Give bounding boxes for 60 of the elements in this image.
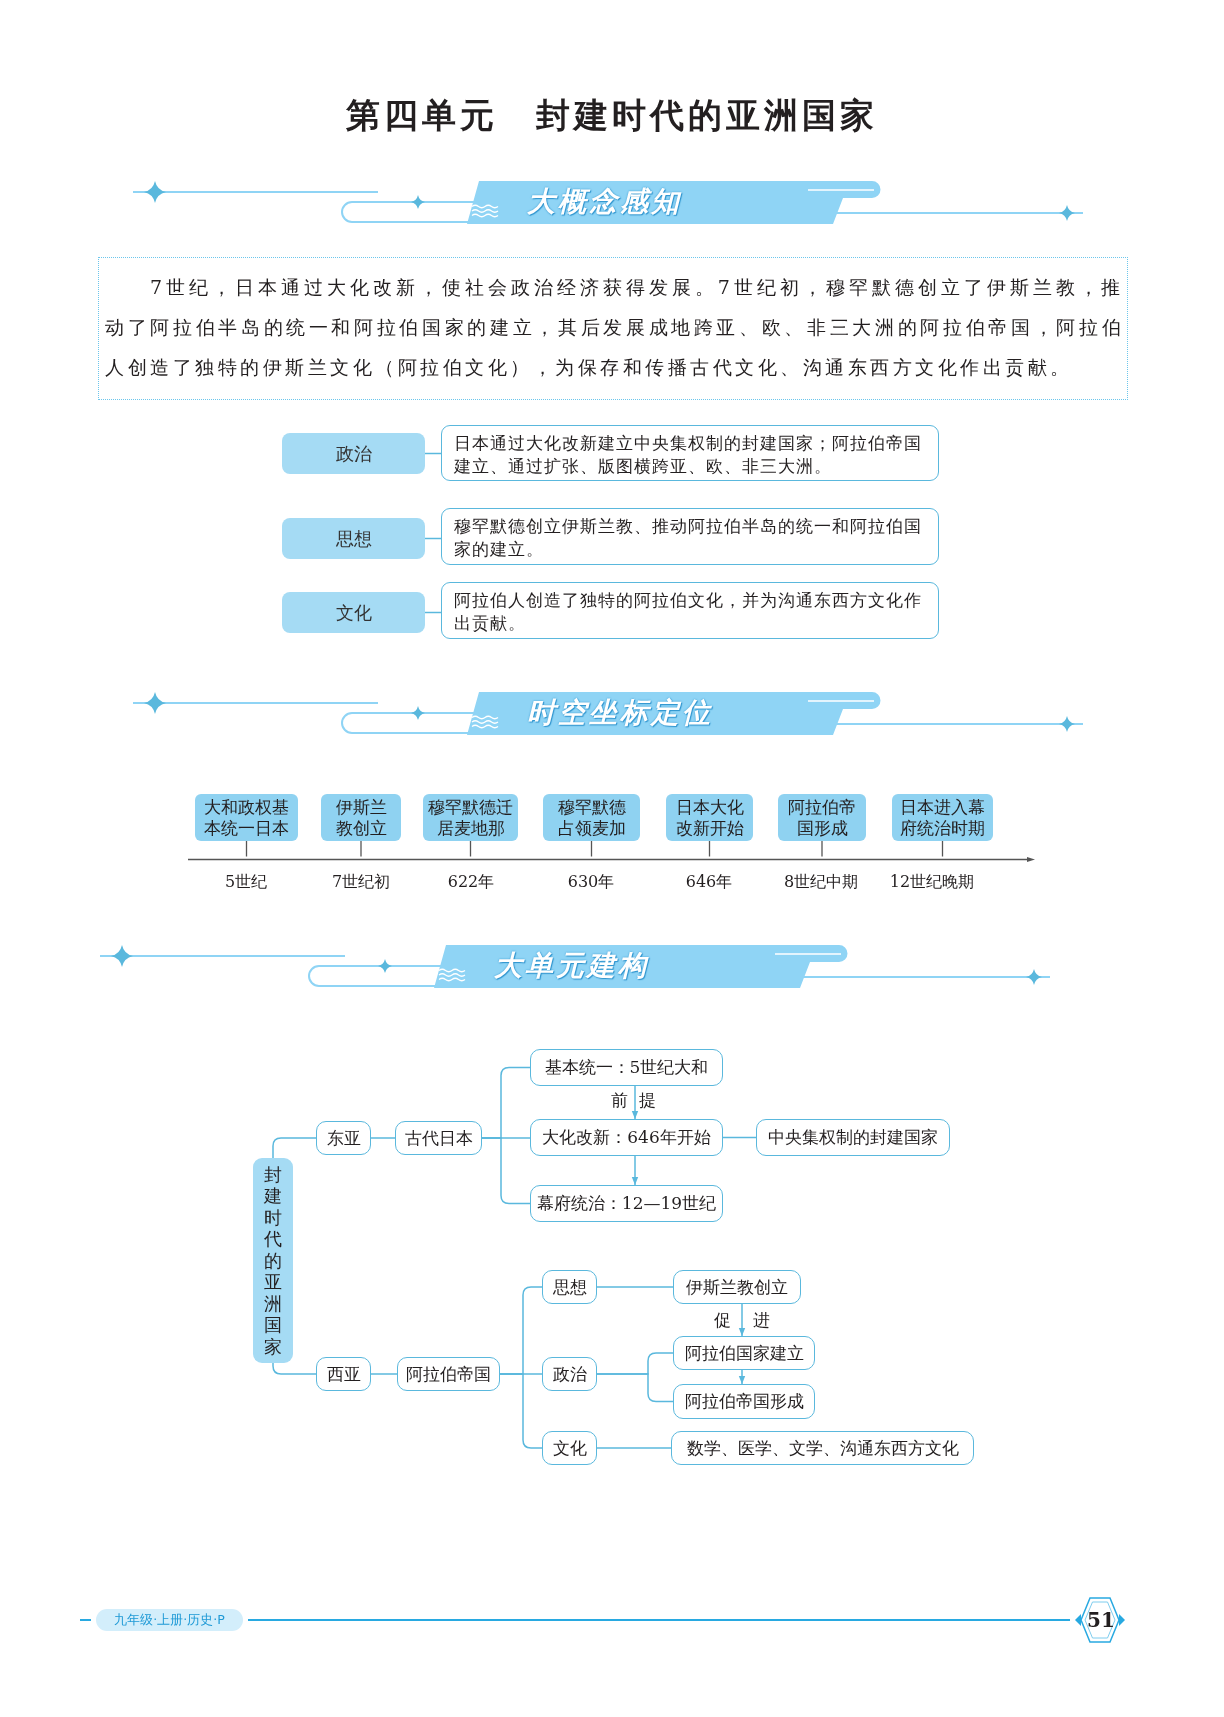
tick-mark <box>821 840 823 858</box>
year-label: 12世纪晚期 <box>889 871 975 893</box>
connector-line <box>596 1286 674 1288</box>
concept-box: 幕府统治：12—19世纪 <box>530 1185 723 1222</box>
banner-title: 时空坐标定位 <box>527 695 713 731</box>
concept-box: 阿拉伯帝国形成 <box>673 1384 815 1419</box>
arrow <box>738 1369 746 1385</box>
year-label: 646年 <box>685 871 733 893</box>
page-number-badge <box>1075 1596 1125 1644</box>
concept-box: 阿拉伯国家建立 <box>673 1336 815 1370</box>
event-box: 日本进入幕府统治时期 <box>892 794 993 841</box>
banner-title: 大概念感知 <box>527 184 682 220</box>
concept-box: 基本统一：5世纪大和 <box>530 1049 723 1086</box>
page-number: 51 <box>1087 1608 1113 1632</box>
summary-text-box: 7世纪，日本通过大化改新，使社会政治经济获得发展。7世纪初，穆罕默德创立了伊斯兰教，推动了阿拉伯半岛的统一和阿拉伯国家的建立，其后发展成地跨亚、欧、非三大洲的阿拉伯帝国，阿拉伯人创造了独特的伊斯兰文化（阿拉伯文化），为保存和传播古代文化、沟通东西方文化作出贡献。 <box>98 257 1128 400</box>
description-box: 日本通过大化改新建立中央集权制的封建国家；阿拉伯帝国建立、通过扩张、版图横跨亚、欧、非三大洲。 <box>441 425 939 481</box>
concept-box: 文化 <box>542 1431 597 1465</box>
year-label: 630年 <box>567 871 615 893</box>
event-box: 穆罕默德迁居麦地那 <box>423 794 518 841</box>
concept-box: 数学、医学、文学、沟通东西方文化 <box>671 1431 974 1465</box>
year-label: 622年 <box>447 871 495 893</box>
banner-title: 大单元建构 <box>494 948 649 984</box>
arrow <box>631 1155 639 1186</box>
page-title: 第四单元 封建时代的亚洲国家 <box>346 94 878 137</box>
topic-label-box: 思想 <box>282 518 425 559</box>
connector-line <box>370 1373 398 1375</box>
event-box: 大和政权基本统一日本 <box>195 794 298 841</box>
connector-line <box>370 1137 396 1139</box>
description-box: 穆罕默德创立伊斯兰教、推动阿拉伯半岛的统一和阿拉伯国家的建立。 <box>441 508 939 565</box>
edge-label: 促进 <box>714 1309 770 1331</box>
concept-box: 思想 <box>542 1270 597 1304</box>
concept-box: 阿拉伯帝国 <box>397 1357 500 1391</box>
event-box: 阿拉伯帝国形成 <box>778 794 866 841</box>
concept-box: 中央集权制的封建国家 <box>756 1119 950 1156</box>
theme-box: 封建时代的亚洲国家 <box>253 1158 293 1363</box>
event-box: 伊斯兰教创立 <box>321 794 401 841</box>
topic-label-box: 文化 <box>282 592 425 633</box>
tick-mark <box>360 840 362 858</box>
connector-line <box>596 1447 672 1449</box>
concept-box: 大化改新：646年开始 <box>530 1119 723 1156</box>
year-label: 7世纪初 <box>331 871 391 893</box>
book-info-tag: 九年级·上册·历史·P <box>96 1609 243 1631</box>
year-label: 5世纪 <box>224 871 268 893</box>
arrow <box>738 1303 746 1337</box>
connector-line <box>481 1137 531 1205</box>
concept-box: 古代日本 <box>395 1121 482 1155</box>
event-box: 穆罕默德占领麦加 <box>543 794 640 841</box>
edge-label: 前提 <box>611 1089 656 1111</box>
topic-label-box: 政治 <box>282 433 425 474</box>
connector-line <box>722 1136 757 1139</box>
description-box: 阿拉伯人创造了独特的阿拉伯文化，并为沟通东西方文化作出贡献。 <box>441 582 939 639</box>
concept-box: 伊斯兰教创立 <box>673 1270 801 1304</box>
concept-box: 西亚 <box>316 1357 371 1391</box>
arrow <box>631 1085 639 1120</box>
concept-box: 政治 <box>542 1357 597 1391</box>
timeline-axis <box>188 856 1035 862</box>
concept-box: 东亚 <box>316 1121 371 1155</box>
event-box: 日本大化改新开始 <box>666 794 753 841</box>
connector-line <box>596 1373 674 1403</box>
year-label: 8世纪中期 <box>783 871 859 893</box>
